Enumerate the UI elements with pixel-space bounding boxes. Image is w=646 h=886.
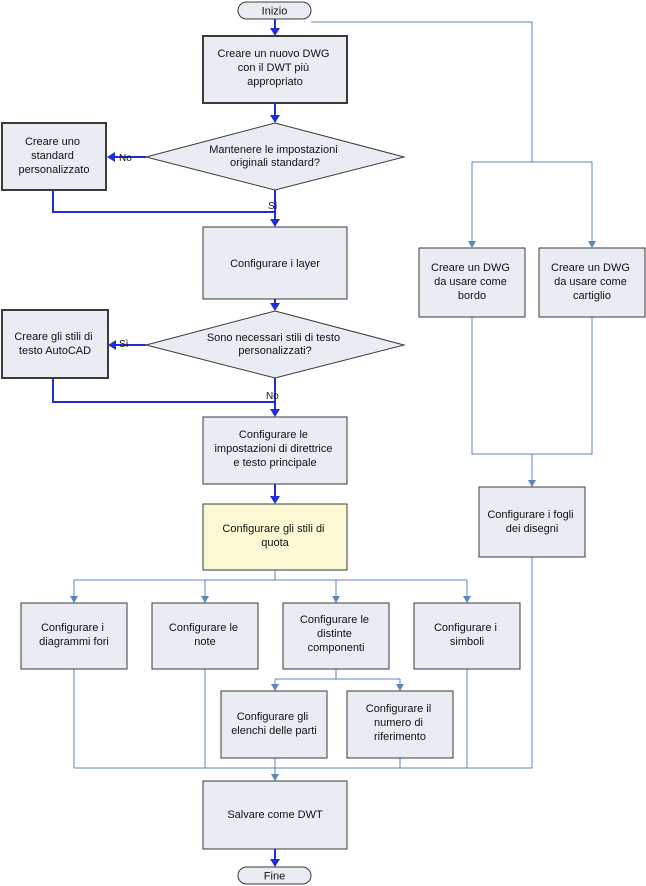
arrowhead	[270, 219, 280, 227]
bom-text: Configurare le distinte componenti	[300, 614, 372, 654]
end-label: Fine	[264, 871, 285, 883]
title-block-dwg-text: Creare un DWG da usare come cartiglio	[551, 262, 633, 302]
arrowhead	[271, 684, 279, 691]
label-si-1: Sì	[268, 201, 278, 212]
configure-layers-text: Configurare i layer	[230, 258, 320, 270]
arrowhead	[270, 303, 280, 311]
arrowhead	[528, 480, 536, 487]
start-terminal	[237, 1, 312, 20]
save-dwt-text: Salvare come DWT	[227, 809, 323, 821]
arrowhead	[270, 496, 280, 504]
arrowhead	[70, 596, 78, 603]
hole-charts-text: Configurare i diagrammi fori	[39, 622, 109, 648]
save-dwt-box	[202, 780, 348, 850]
title-block-dwg-box	[538, 247, 646, 318]
custom-standard-text: Creare uno standard personalizzato	[19, 136, 90, 176]
reference-number-text: Configurare il numero di riferimento	[366, 703, 434, 743]
arrowhead	[332, 596, 340, 603]
arrowhead	[270, 115, 280, 123]
drawing-sheets-text: Configurare i fogli dei disegni	[487, 509, 576, 535]
arrowhead	[588, 241, 596, 248]
bom-box	[282, 602, 390, 670]
notes-box	[151, 602, 259, 670]
arrowhead	[107, 152, 115, 162]
create-dwg-text: Creare un nuovo DWG con il DWT più appro…	[218, 48, 333, 88]
create-dwg-box	[202, 35, 348, 104]
arrowhead	[270, 28, 280, 36]
leader-text-text: Configurare le impostazioni di direttric…	[214, 429, 335, 469]
drawing-sheets-box	[478, 486, 586, 558]
parts-lists-text: Configurare gli elenchi delle parti	[231, 711, 317, 737]
hole-charts-box	[20, 602, 128, 670]
dim-styles-text: Configurare gli stili di quota	[222, 523, 327, 549]
create-text-styles-text: Creare gli stili di testo AutoCAD	[14, 331, 95, 357]
arrowhead	[270, 859, 280, 867]
arrowhead	[270, 409, 280, 417]
arrowhead	[468, 241, 476, 248]
border-dwg-box	[418, 247, 526, 318]
start-label: Inizio	[262, 6, 288, 18]
label-no-1: No	[119, 153, 132, 164]
custom-standard-box	[1, 122, 107, 191]
arrowhead	[201, 596, 209, 603]
edge-border-merge	[471, 317, 593, 455]
text-styles-decision	[144, 310, 406, 379]
label-si-2: Sì	[119, 339, 129, 350]
parts-lists-box	[220, 690, 328, 759]
arrowhead	[463, 596, 471, 603]
edge-start-right	[311, 21, 533, 162]
arrowhead	[396, 684, 404, 691]
text-styles-question-text: Sono necessari stili di testo personaliz…	[207, 332, 343, 357]
edge-custom-merge	[52, 190, 275, 213]
reference-number-box	[346, 690, 454, 759]
leader-text-box	[202, 416, 348, 485]
end-terminal	[237, 866, 312, 885]
edge-textstyles-merge	[52, 378, 275, 403]
notes-text: Configurare le note	[169, 622, 241, 648]
keep-standard-text: Mantenere le impostazioni originali stan…	[209, 144, 340, 169]
keep-standard-decision	[144, 122, 406, 191]
arrowhead	[108, 340, 116, 350]
border-dwg-text: Creare un DWG da usare come bordo	[431, 262, 513, 302]
symbols-box	[413, 602, 521, 670]
label-no-2: No	[266, 391, 279, 402]
arrowhead	[271, 774, 279, 781]
create-text-styles-box	[1, 309, 109, 379]
symbols-text: Configurare i simboli	[434, 622, 500, 648]
configure-layers-box	[202, 226, 348, 300]
dim-styles-box	[202, 503, 348, 571]
